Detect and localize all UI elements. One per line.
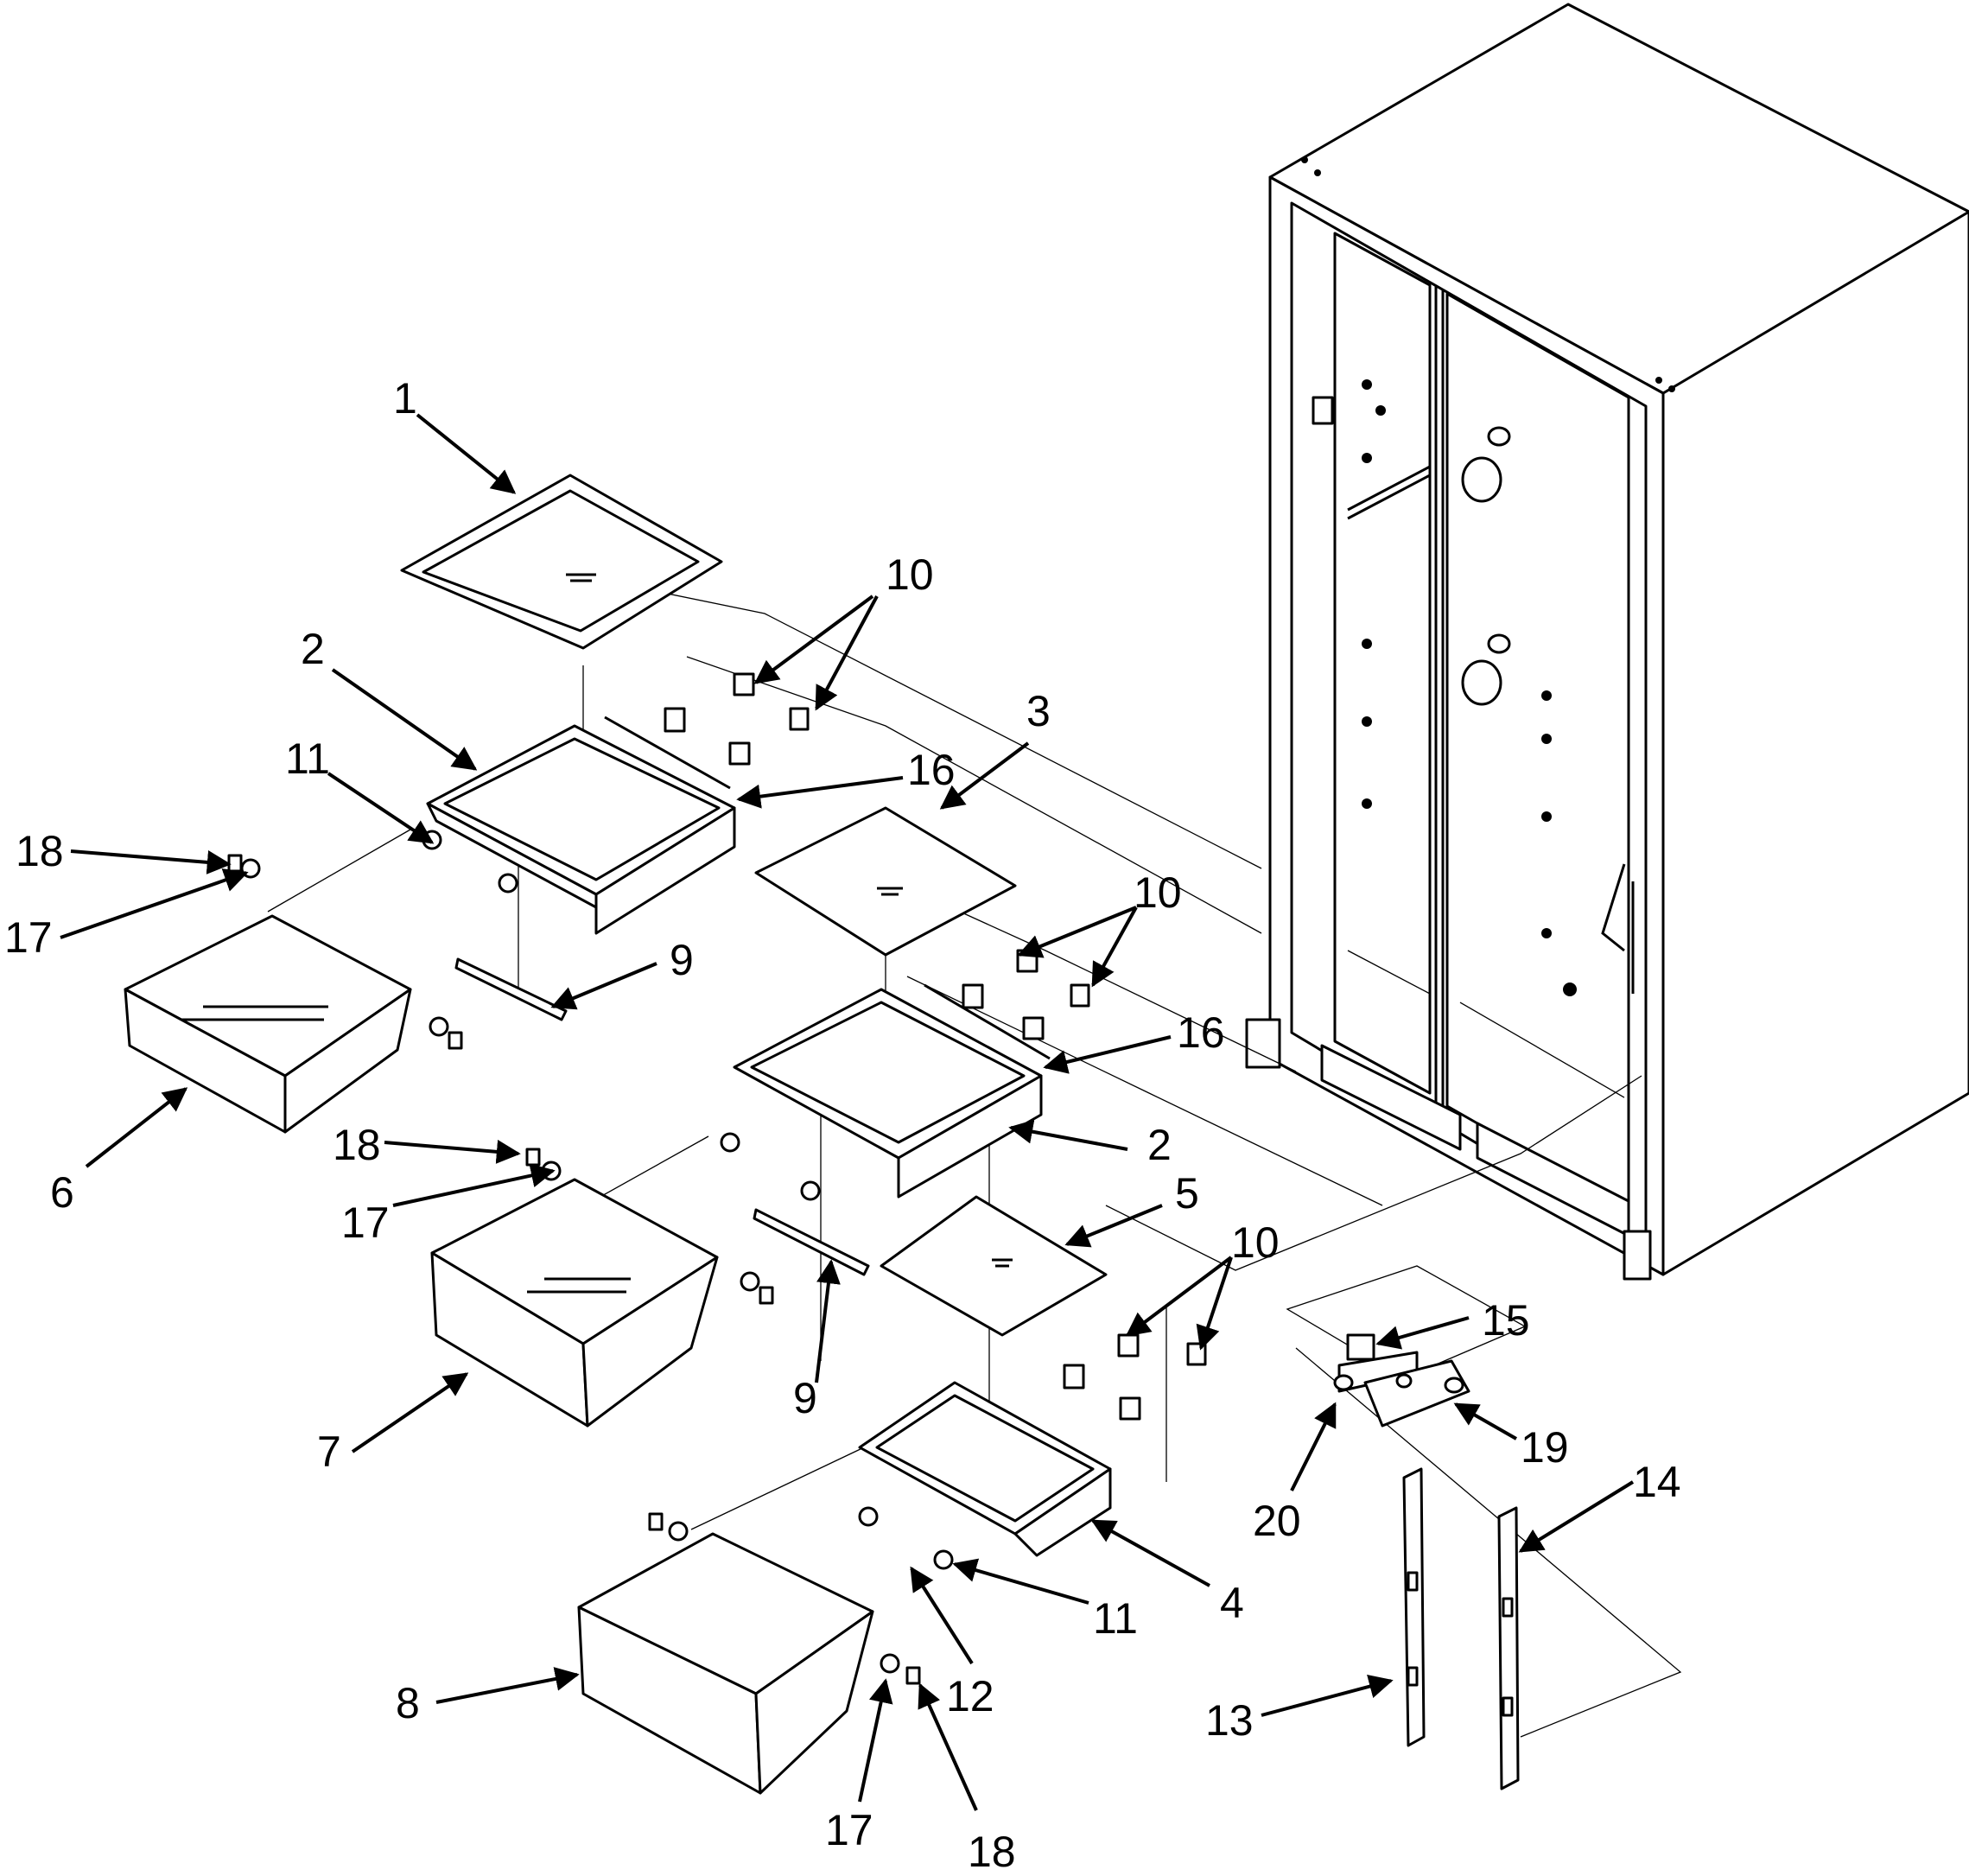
crisper-drawer-part-8 <box>577 1532 874 1795</box>
callout-3: 3 <box>1026 687 1051 735</box>
callout-18: 18 <box>968 1828 1016 1872</box>
callout-11: 11 <box>1093 1594 1138 1643</box>
callout-leaders <box>60 413 1635 1811</box>
callout-12: 12 <box>946 1672 994 1720</box>
crisper-cover-part-4 <box>858 1381 1112 1557</box>
callout-7: 7 <box>317 1428 341 1476</box>
callout-6: 6 <box>50 1168 74 1217</box>
callout-20: 20 <box>1253 1497 1301 1545</box>
callout-8: 8 <box>396 1679 420 1727</box>
vertical-rails-parts-13-14 <box>1402 1467 1520 1790</box>
callout-2: 2 <box>1147 1121 1172 1169</box>
glass-panel-part-3 <box>754 806 1017 957</box>
callout-9: 9 <box>793 1374 817 1422</box>
callout-16: 16 <box>907 746 956 794</box>
bracket-assembly-parts-15-19-20 <box>1333 1333 1470 1428</box>
callout-13: 13 <box>1205 1696 1254 1745</box>
callout-18: 18 <box>333 1121 381 1169</box>
callout-17: 17 <box>825 1806 873 1854</box>
callout-14: 14 <box>1633 1458 1681 1506</box>
callout-18: 18 <box>16 827 64 875</box>
callout-9: 9 <box>670 936 694 984</box>
callout-4: 4 <box>1220 1579 1244 1627</box>
callout-10: 10 <box>1134 868 1182 917</box>
callout-5: 5 <box>1175 1169 1199 1218</box>
hardware-parts <box>227 672 1207 1685</box>
callout-11: 11 <box>285 735 330 783</box>
crisper-cover-part-2-upper <box>426 715 736 935</box>
callout-labels: 1 10 2 16 11 3 18 17 9 10 16 6 2 18 17 5… <box>4 374 1681 1876</box>
glass-shelf-part-1 <box>400 474 723 650</box>
callout-19: 19 <box>1521 1423 1569 1472</box>
crisper-cover-part-2-lower <box>733 983 1051 1199</box>
glass-panel-part-5 <box>880 1195 1108 1337</box>
callout-15: 15 <box>1482 1296 1530 1345</box>
callout-1: 1 <box>393 374 417 423</box>
callout-10: 10 <box>886 550 934 599</box>
refrigerator-cabinet <box>1245 3 1969 1281</box>
callout-10: 10 <box>1231 1218 1280 1267</box>
crisper-drawer-part-6 <box>124 914 412 1134</box>
callout-17: 17 <box>341 1199 390 1247</box>
crisper-drawer-part-7 <box>430 1178 719 1428</box>
callout-16: 16 <box>1177 1008 1225 1057</box>
callout-17: 17 <box>4 913 53 962</box>
callout-2: 2 <box>301 625 325 673</box>
